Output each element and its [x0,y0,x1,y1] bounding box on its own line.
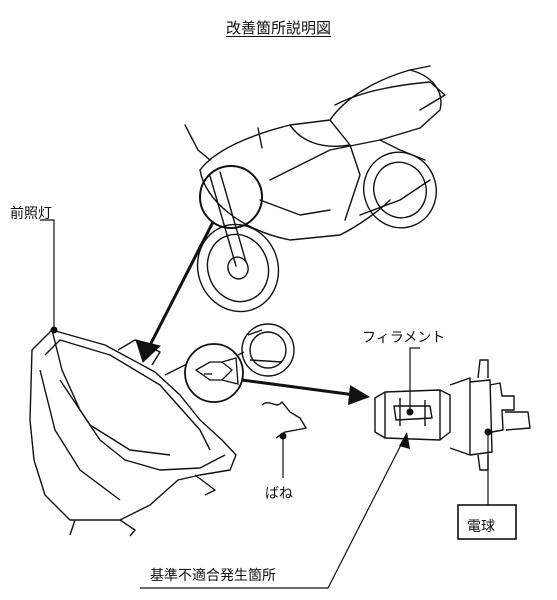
defect-location-label: 基準不適合発生箇所 [150,568,276,584]
headlight-label: 前照灯 [10,206,52,222]
defect-leader-line [140,436,406,589]
headlight-leader-line [40,219,55,330]
headlight-assembly [29,329,237,537]
filament-label: フィラメント [362,330,446,346]
spring-label: ばね [265,486,293,502]
defect-leader-arrowhead [399,432,410,449]
filament-leader-line [409,347,420,412]
pointer-arrow-bulb [241,378,356,397]
h4-bulb-illustration [374,359,531,471]
arrowhead-headlight [135,339,162,363]
headlight-highlight-circle [199,165,263,229]
bulb-highlight-circle [184,343,244,403]
motorcycle-illustration [184,65,446,313]
pointer-arrow-headlight [143,221,215,356]
bulb-label: 電球 [467,519,495,535]
bulb-socket-illustration [237,323,295,377]
spring-illustration [261,400,308,439]
bulb-label-box [457,504,517,540]
diagram-title: 改善箇所説明図 [226,19,332,37]
small-bulb-illustration [194,357,239,385]
arrowhead-bulb [348,385,370,405]
